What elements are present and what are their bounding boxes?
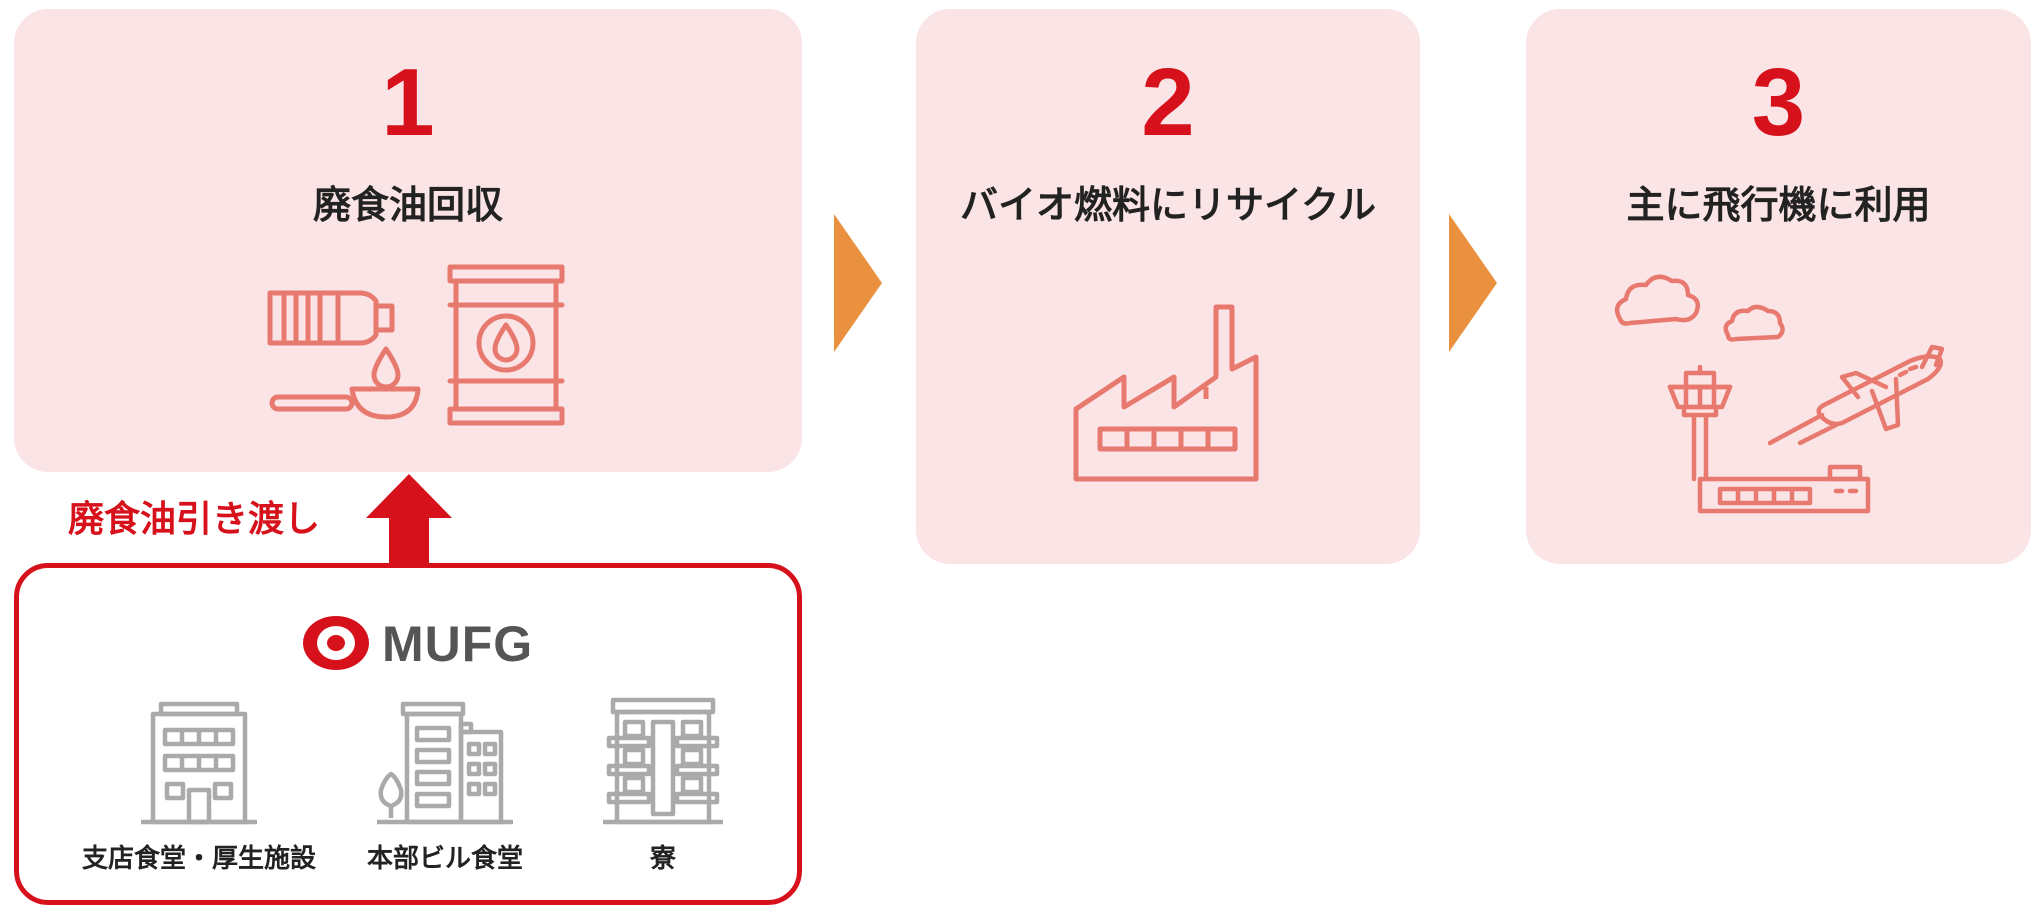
handover-label: 廃食油引き渡し xyxy=(68,499,321,540)
headquarters-building-icon xyxy=(377,701,513,825)
step-3-panel: 3 主に飛行機に利用 xyxy=(1526,9,2031,564)
step-2-title: バイオ燃料にリサイクル xyxy=(959,183,1377,227)
up-arrow-icon xyxy=(366,474,452,566)
step-2-panel: 2 バイオ燃料にリサイクル xyxy=(916,9,1420,564)
airport-airplane-icon xyxy=(1614,274,1945,514)
step-1-number: 1 xyxy=(381,49,435,156)
step-1-title: 廃食油回収 xyxy=(312,183,503,227)
step-3-title: 主に飛行機に利用 xyxy=(1626,183,1931,227)
oil-collection-icon xyxy=(267,264,565,426)
dormitory-icon xyxy=(603,697,723,825)
step-3-number: 3 xyxy=(1751,49,1806,156)
building-label-3: 寮 xyxy=(649,844,676,874)
step-2-number: 2 xyxy=(1141,49,1195,156)
chevron-right-icon-1 xyxy=(834,214,882,352)
building-label-1: 支店食堂・厚生施設 xyxy=(81,844,316,874)
building-label-2: 本部ビル食堂 xyxy=(366,844,523,874)
mufg-logo-icon xyxy=(303,616,369,670)
mufg-facilities-box: MUFG 支店食堂・厚生施設 本部ビル食堂 xyxy=(14,563,802,905)
branch-building-icon xyxy=(141,701,257,825)
chevron-right-icon-2 xyxy=(1449,214,1497,352)
factory-icon xyxy=(1073,304,1259,482)
mufg-brand-text: MUFG xyxy=(382,616,534,672)
step-1-panel: 1 廃食油回収 xyxy=(14,9,802,472)
